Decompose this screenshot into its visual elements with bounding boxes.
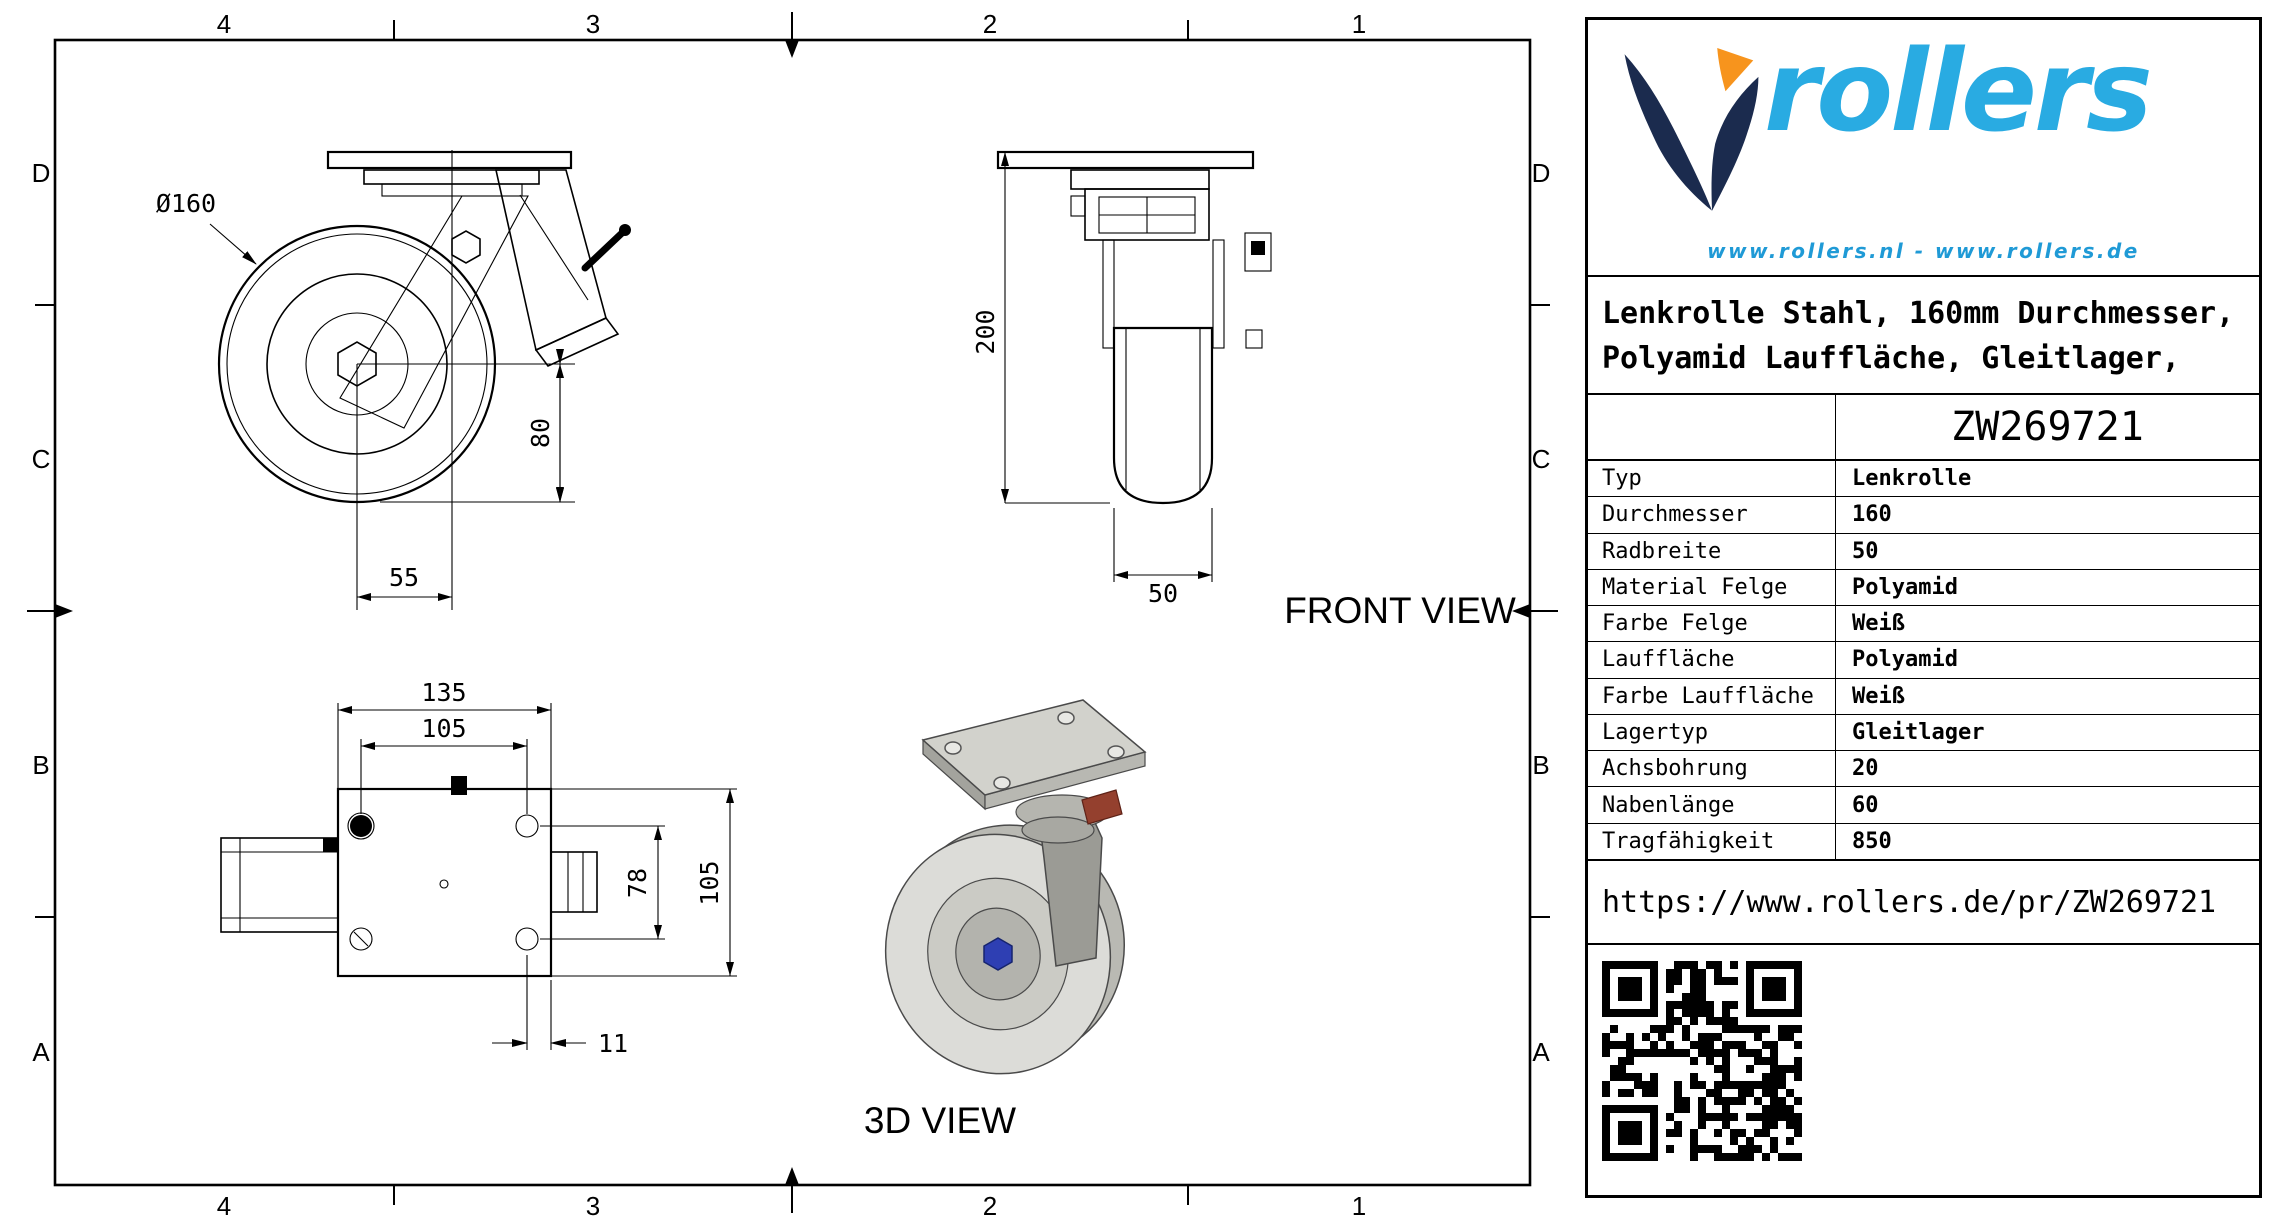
spec-value: 50 [1852, 538, 1879, 564]
part-number-row: ZW269721 [1588, 393, 2259, 459]
description-line-1: Lenkrolle Stahl, 160mm Durchmesser, [1602, 296, 2235, 331]
table-row: Farbe Lauffläche Weiß [1588, 678, 2259, 715]
qr-code [1602, 961, 1802, 1161]
spec-value: 160 [1852, 502, 1892, 528]
table-row: Radbreite 50 [1588, 533, 2259, 570]
spec-value: Lenkrolle [1852, 466, 1972, 492]
dim-front-width: 50 [1148, 579, 1178, 608]
table-row: Typ Lenkrolle [1588, 461, 2259, 498]
spec-table: Typ Lenkrolle Durchmesser 160 Radbreite … [1588, 459, 2259, 859]
table-row: Farbe Felge Weiß [1588, 606, 2259, 643]
logo-text: rollers [1764, 27, 2153, 157]
dim-bolt-spacing-d: 78 [623, 868, 652, 898]
grid-label: 3 [586, 1191, 600, 1221]
qr-section [1588, 943, 2259, 1195]
grid-labels: 4 3 2 1 4 3 2 1 D C B A D C B A [32, 9, 1551, 1221]
product-description: Lenkrolle Stahl, 160mm Durchmesser, Poly… [1588, 275, 2259, 393]
spec-label: Farbe Felge [1588, 606, 1836, 642]
table-row: Nabenlänge 60 [1588, 787, 2259, 824]
description-line-2: Polyamid Lauffläche, Gleitlager, [1602, 341, 2180, 376]
iso-view: 3D VIEW [864, 699, 1147, 1141]
grid-label: C [1532, 444, 1551, 474]
dim-wheel-diameter: Ø160 [156, 189, 216, 218]
front-view: 200 50 FRONT VIEW [971, 150, 1516, 631]
spec-label: Lagertyp [1588, 714, 1836, 751]
grid-label: 1 [1352, 9, 1366, 39]
spec-label: Lauffläche [1588, 642, 1836, 678]
spec-value: 20 [1852, 756, 1879, 782]
title-block: rollers www.rollers.nl - www.rollers.de … [1585, 17, 2262, 1198]
table-row: Material Felge Polyamid [1588, 569, 2259, 607]
part-number-empty-cell [1588, 395, 1836, 459]
dim-front-height: 200 [971, 309, 1000, 354]
spec-value: Polyamid [1852, 574, 1958, 600]
table-row: Lauffläche Polyamid [1588, 642, 2259, 679]
spec-label: Farbe Lauffläche [1588, 678, 1836, 714]
grid-label: A [1532, 1037, 1550, 1067]
grid-label: 1 [1352, 1191, 1366, 1221]
centering-marks [27, 12, 1558, 1213]
drawing-area: 4 3 2 1 4 3 2 1 D C B A D C B A [27, 9, 1558, 1221]
table-row: Lagertyp Gleitlager [1588, 714, 2259, 752]
table-row: Achsbohrung 20 [1588, 751, 2259, 788]
spec-value: Polyamid [1852, 647, 1958, 673]
grid-label: 2 [983, 1191, 997, 1221]
dim-plate-depth: 105 [695, 860, 724, 905]
grid-label: 2 [983, 9, 997, 39]
top-view: 135 105 78 105 11 [220, 678, 737, 1058]
spec-label: Radbreite [1588, 533, 1836, 569]
spec-value: Weiß [1852, 683, 1905, 709]
grid-label: D [1532, 158, 1551, 188]
table-row: Durchmesser 160 [1588, 497, 2259, 534]
grid-label: B [32, 750, 49, 780]
dim-bolt-spacing-w: 105 [421, 714, 466, 743]
spec-label: Nabenlänge [1588, 787, 1836, 823]
dim-edge-offset: 11 [598, 1029, 628, 1058]
logo-bird-icon [1624, 48, 1759, 211]
spec-value: Gleitlager [1852, 719, 1985, 745]
spec-label: Material Felge [1588, 569, 1836, 606]
dim-plate-width: 135 [421, 678, 466, 707]
iso-view-label: 3D VIEW [864, 1100, 1016, 1141]
dim-side-offset: 55 [389, 563, 419, 592]
side-view: Ø160 80 55 [156, 150, 631, 610]
spec-label: Tragfähigkeit [1588, 823, 1836, 859]
front-view-label: FRONT VIEW [1284, 590, 1516, 631]
table-row: Tragfähigkeit 850 [1588, 823, 2259, 859]
dim-side-height: 80 [526, 418, 555, 448]
grid-label: A [32, 1037, 50, 1067]
spec-label: Achsbohrung [1588, 751, 1836, 787]
product-url: https://www.rollers.de/pr/ZW269721 [1588, 859, 2259, 943]
spec-value: Weiß [1852, 611, 1905, 637]
part-number: ZW269721 [1951, 404, 2144, 450]
spec-label: Durchmesser [1588, 497, 1836, 533]
grid-label: 3 [586, 9, 600, 39]
spec-label: Typ [1588, 461, 1836, 497]
spec-value: 60 [1852, 792, 1879, 818]
logo-urls: www.rollers.nl - www.rollers.de [1707, 239, 2140, 263]
grid-label: 4 [217, 1191, 231, 1221]
logo: rollers www.rollers.nl - www.rollers.de [1588, 20, 2259, 275]
grid-label: D [32, 158, 51, 188]
grid-label: B [1532, 750, 1549, 780]
spec-value: 850 [1852, 828, 1892, 854]
grid-label: 4 [217, 9, 231, 39]
frame-border [27, 12, 1558, 1213]
grid-label: C [32, 444, 51, 474]
